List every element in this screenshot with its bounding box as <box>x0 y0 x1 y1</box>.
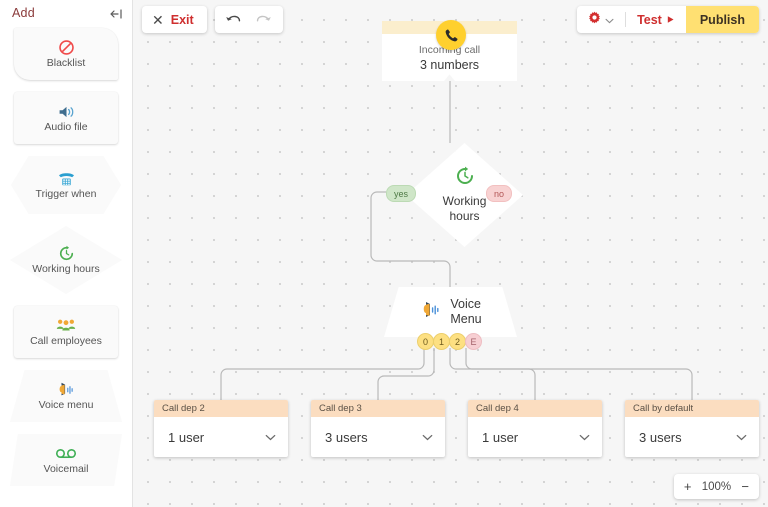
sidebar-item-trigger-when[interactable]: Trigger when <box>11 156 121 214</box>
voice-menu-badge-0[interactable]: 0 <box>417 333 434 350</box>
card-value: 1 user <box>482 429 519 445</box>
sidebar: Add Blacklist <box>0 0 133 507</box>
voice-menu-badge-2[interactable]: 2 <box>449 333 466 350</box>
test-label: Test <box>637 12 662 27</box>
zoom-out-button[interactable]: − <box>741 479 749 494</box>
toolbar-actions-group: Test Publish <box>577 6 759 33</box>
exit-label: Exit <box>170 12 194 27</box>
desk-phone-icon <box>57 169 76 188</box>
speaker-icon <box>57 102 76 121</box>
sidebar-item-working-hours[interactable]: Working hours <box>10 226 122 294</box>
node-voice-menu[interactable]: Voice Menu <box>384 287 517 337</box>
node-label: Working hours <box>442 194 487 223</box>
settings-button[interactable] <box>577 6 625 33</box>
card-body[interactable]: 1 user <box>468 417 602 457</box>
toolbar-divider <box>625 12 627 27</box>
gear-icon <box>588 11 601 29</box>
sidebar-item-audio-file[interactable]: Audio file <box>14 92 118 144</box>
sidebar-item-voicemail[interactable]: Voicemail <box>10 434 122 486</box>
collapse-panel-icon[interactable] <box>108 6 124 22</box>
card-header: Call by default <box>625 400 759 417</box>
sidebar-title: Add <box>12 6 35 20</box>
test-button[interactable]: Test <box>626 6 686 33</box>
voice-menu-badge-1[interactable]: 1 <box>433 333 450 350</box>
branch-badge-yes[interactable]: yes <box>386 185 417 202</box>
card-call-dep-3[interactable]: Call dep 3 3 users <box>311 400 445 457</box>
sidebar-header: Add <box>0 0 132 26</box>
clock-arrow-icon <box>455 166 475 191</box>
card-header: Call dep 3 <box>311 400 445 417</box>
card-header: Call dep 4 <box>468 400 602 417</box>
sidebar-item-call-employees[interactable]: Call employees <box>14 306 118 358</box>
zoom-control: + 100% − <box>673 474 759 499</box>
card-value: 1 user <box>168 429 205 445</box>
card-value: 3 users <box>325 429 368 445</box>
undo-arrow-icon[interactable] <box>221 9 247 31</box>
toolbar-right: Test Publish <box>577 6 759 33</box>
sidebar-item-label: Blacklist <box>46 57 86 70</box>
card-title: Call dep 4 <box>476 403 519 414</box>
chevron-down-icon[interactable] <box>736 428 747 446</box>
people-group-icon <box>56 316 76 335</box>
zoom-in-button[interactable]: + <box>683 479 692 494</box>
toolbar-left: ✕ Exit <box>142 6 283 33</box>
clock-arrow-icon <box>58 244 75 263</box>
chevron-down-icon[interactable] <box>422 428 433 446</box>
chevron-down-icon[interactable] <box>579 428 590 446</box>
play-triangle-icon <box>666 11 675 29</box>
exit-button[interactable]: ✕ Exit <box>142 6 207 33</box>
chevron-down-icon <box>605 11 614 29</box>
branch-badge-no[interactable]: no <box>486 185 513 202</box>
card-body[interactable]: 3 users <box>625 417 759 457</box>
card-title: Call dep 3 <box>319 403 362 414</box>
flow-canvas[interactable]: ✕ Exit <box>133 0 768 507</box>
card-call-dep-2[interactable]: Call dep 2 1 user <box>154 400 288 457</box>
close-x-icon: ✕ <box>152 11 164 28</box>
no-entry-icon <box>58 38 75 57</box>
voice-menu-badge-e[interactable]: E <box>465 333 482 350</box>
sidebar-item-label: Trigger when <box>35 188 97 201</box>
publish-button[interactable]: Publish <box>685 6 759 33</box>
zoom-level: 100% <box>701 480 732 493</box>
sidebar-item-label: Working hours <box>32 263 100 276</box>
card-call-by-default[interactable]: Call by default 3 users <box>625 400 759 457</box>
sidebar-item-label: Audio file <box>44 121 88 134</box>
sidebar-node-list: Blacklist Audio file <box>0 26 132 486</box>
node-label: Voice Menu <box>450 297 482 326</box>
sidebar-item-label: Voicemail <box>43 463 89 476</box>
phone-handset-icon <box>436 20 466 50</box>
sidebar-item-label: Voice menu <box>38 399 94 412</box>
node-title: Incoming call <box>418 44 481 56</box>
card-title: Call dep 2 <box>162 403 205 414</box>
sidebar-item-blacklist[interactable]: Blacklist <box>14 28 118 80</box>
voicemail-icon <box>55 444 77 463</box>
node-subtitle: 3 numbers <box>419 58 480 72</box>
card-value: 3 users <box>639 429 682 445</box>
voice-menu-icon <box>56 380 76 399</box>
voice-menu-icon <box>419 299 441 326</box>
chevron-down-icon[interactable] <box>265 428 276 446</box>
redo-arrow-icon[interactable] <box>251 9 277 31</box>
node-text: Incoming call 3 numbers <box>382 34 517 73</box>
undo-redo-group <box>214 6 283 33</box>
card-body[interactable]: 3 users <box>311 417 445 457</box>
sidebar-item-label: Call employees <box>30 335 102 348</box>
sidebar-item-voice-menu[interactable]: Voice menu <box>10 370 122 422</box>
card-body[interactable]: 1 user <box>154 417 288 457</box>
card-header: Call dep 2 <box>154 400 288 417</box>
card-title: Call by default <box>633 403 694 414</box>
card-call-dep-4[interactable]: Call dep 4 1 user <box>468 400 602 457</box>
